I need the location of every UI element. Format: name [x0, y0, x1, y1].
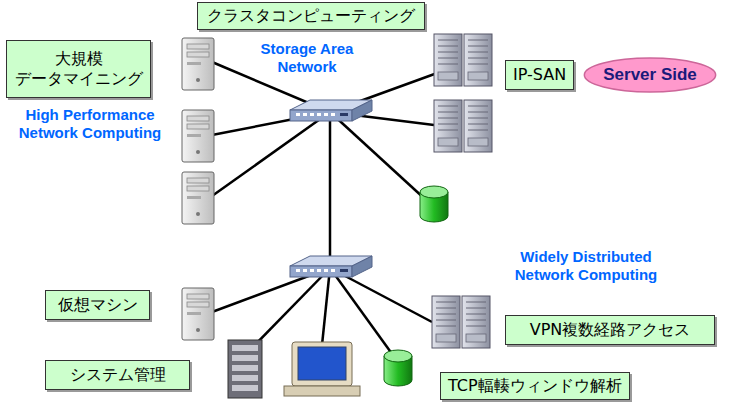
- wire: [212, 112, 330, 196]
- server-tower: [464, 100, 492, 152]
- disk-storage: [384, 350, 412, 386]
- keyboard: [284, 386, 360, 396]
- wire: [330, 112, 426, 200]
- node-text: IP-SAN: [513, 65, 566, 85]
- rack-unit: [232, 385, 258, 391]
- monitor-case: [292, 342, 352, 386]
- node-text: TCP輻輳ウィンドウ解析: [448, 376, 622, 396]
- network-wires: [212, 62, 440, 358]
- monitor-screen: [298, 347, 346, 380]
- node-text: システム管理: [70, 365, 166, 385]
- rack-unit: [232, 355, 258, 361]
- node-text: 仮想マシン: [58, 295, 138, 315]
- wire: [322, 268, 330, 345]
- pc-tower: [182, 288, 214, 340]
- server-tower: [434, 34, 462, 86]
- wire: [248, 268, 330, 352]
- node-text: Server Side: [603, 64, 697, 85]
- pc-tower: [182, 38, 214, 90]
- label-box: 仮想マシン: [45, 290, 150, 320]
- server-tower: [434, 100, 462, 152]
- server-tower: [432, 296, 460, 348]
- network-caption: High Performance Network Computing: [4, 106, 176, 142]
- server-tower: [462, 296, 490, 348]
- disk-storage: [420, 186, 448, 222]
- rack-unit: [232, 365, 258, 371]
- oval-badge: Server Side: [583, 57, 717, 93]
- label-box: 大規模 データマイニング: [6, 40, 151, 98]
- pc-tower: [182, 110, 214, 162]
- oval-fill: [584, 58, 715, 92]
- node-text: クラスタコンピューティング: [207, 6, 415, 26]
- network-caption: Storage Area Network: [255, 40, 359, 76]
- label-box: クラスタコンピューティング: [197, 2, 425, 30]
- crt-monitor: [284, 342, 360, 396]
- node-text: 大規模 データマイニング: [14, 49, 143, 89]
- pc-tower: [182, 172, 214, 224]
- server-tower: [464, 34, 492, 86]
- rack-server: [228, 340, 262, 398]
- rack-body: [228, 340, 262, 398]
- label-box: TCP輻輳ウィンドウ解析: [440, 372, 630, 400]
- wire: [329, 112, 332, 268]
- network-switch: [290, 256, 372, 277]
- network-switch: [290, 100, 372, 121]
- label-box: IP-SAN: [505, 60, 574, 90]
- label-box: VPN複数経路アクセス: [505, 315, 715, 345]
- label-box: システム管理: [45, 360, 190, 390]
- node-text: VPN複数経路アクセス: [530, 320, 691, 340]
- network-caption: Widely Distributed Network Computing: [500, 248, 672, 284]
- rack-unit: [232, 345, 258, 351]
- rack-unit: [232, 375, 258, 381]
